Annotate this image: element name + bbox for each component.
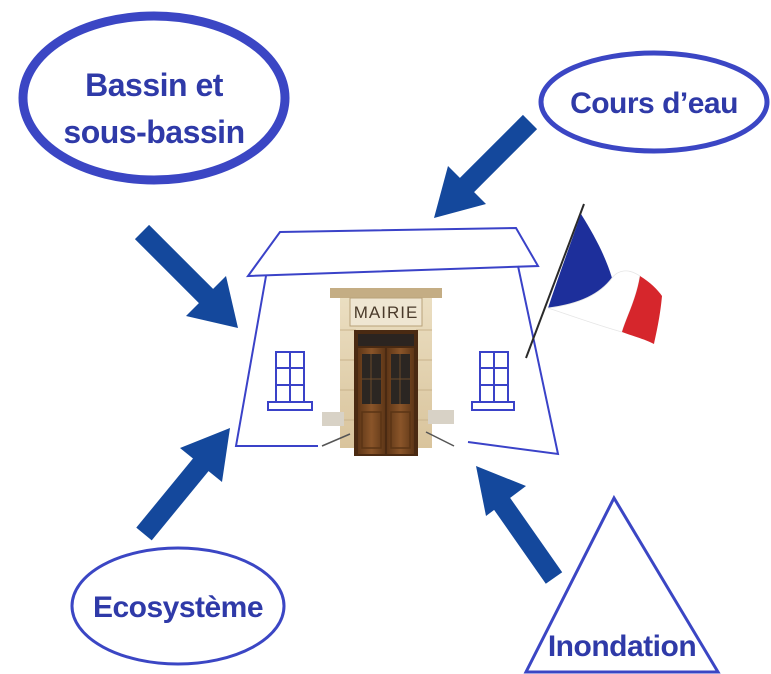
flag-stripe-red [622,276,662,344]
node-cours-eau: Cours d’eau [538,50,770,154]
house-window-right [471,351,515,411]
ecosysteme-ellipse [70,546,286,666]
house-wall-right [467,265,560,456]
mairie-entrance: MAIRIE [322,288,454,456]
arrow-cours-eau-to-mairie [434,114,538,218]
mairie-house: MAIRIE [234,226,560,456]
flag-pole [525,203,585,359]
flag-stripe-white [547,270,641,333]
node-inondation: Inondation [523,494,721,674]
mairie-sign [349,297,423,327]
house-wall-left [234,275,318,447]
inondation-label: Inondation [548,630,696,663]
node-ecosysteme: Ecosystème [70,546,286,666]
house-roof [245,226,540,278]
bassin-label-line2: sous-bassin [63,114,244,150]
inondation-triangle [523,494,721,674]
bassin-ellipse [18,11,290,185]
arrow-inondation-to-mairie [476,466,563,584]
ecosysteme-label: Ecosystème [93,591,263,624]
arrow-bassin-to-mairie [134,224,238,328]
french-flag [525,203,662,359]
cours-eau-ellipse [538,50,770,154]
bassin-label-line1: Bassin et [85,67,224,103]
flag-stripe-blue [548,214,612,308]
arrow-ecosysteme-to-mairie [136,428,230,541]
house-window-left [267,351,313,411]
mairie-sign-text: MAIRIE [354,303,419,322]
node-bassin: Bassin et sous-bassin [18,11,290,185]
cours-eau-label: Cours d’eau [570,87,738,120]
